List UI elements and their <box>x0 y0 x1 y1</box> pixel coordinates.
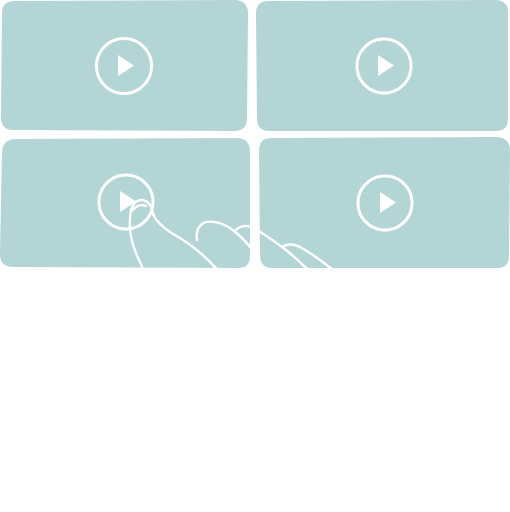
video-tile-top-left[interactable] <box>1 0 248 131</box>
play-button-ring <box>97 173 155 231</box>
play-icon <box>380 192 396 213</box>
play-button-ring <box>356 174 414 232</box>
video-tile-bottom-left[interactable] <box>0 138 250 268</box>
play-button[interactable] <box>355 37 413 95</box>
play-icon <box>378 55 394 76</box>
video-tile-top-right[interactable] <box>256 0 509 131</box>
tapping-hand-icon <box>128 198 333 268</box>
play-button[interactable] <box>356 174 414 232</box>
play-icon <box>118 55 134 76</box>
play-button-ring <box>355 37 413 95</box>
play-button-ring <box>95 37 153 95</box>
play-button[interactable] <box>95 37 153 95</box>
play-icon <box>120 191 136 212</box>
video-tile-bottom-right[interactable] <box>259 137 510 268</box>
play-button[interactable] <box>97 173 155 231</box>
